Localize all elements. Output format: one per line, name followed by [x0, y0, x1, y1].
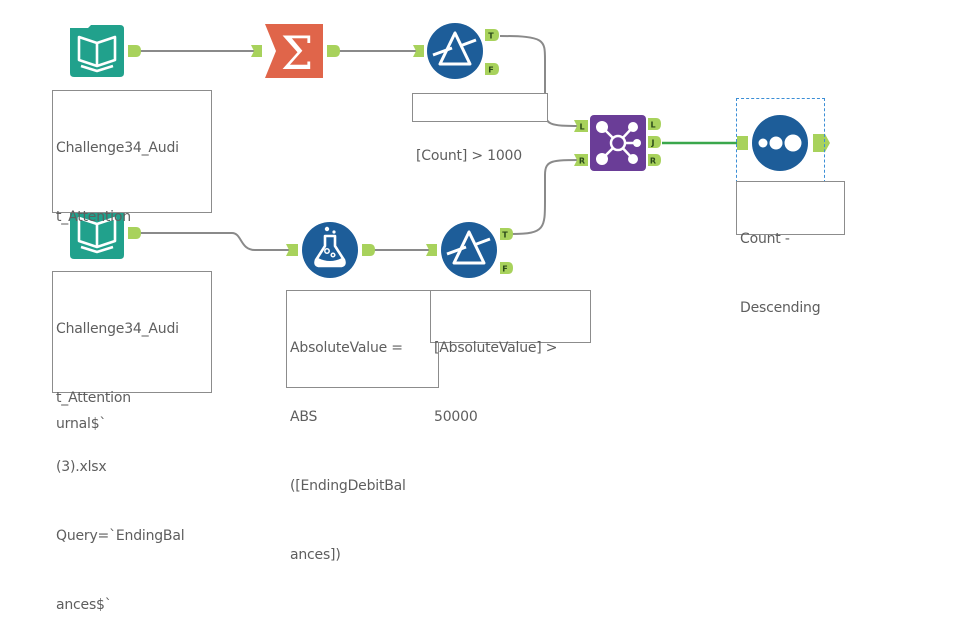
annotation-line: 50000 — [434, 409, 478, 425]
connection-filter1-join-left[interactable] — [499, 35, 581, 127]
anchor-label-right: R — [650, 157, 656, 166]
annotation-line: Descending — [740, 300, 821, 316]
flask-icon — [314, 226, 346, 268]
prism-filter-icon — [446, 230, 491, 265]
anchor-label-left: L — [579, 123, 584, 132]
prism-filter-icon — [432, 31, 477, 66]
annotation-line: [AbsoluteValue] > — [434, 340, 558, 356]
input-anchor[interactable] — [413, 45, 424, 57]
anchor-label-false: F — [502, 265, 507, 274]
anchor-label-true: T — [488, 32, 494, 41]
left-output-anchor[interactable]: L — [648, 118, 661, 130]
input-anchor[interactable] — [737, 136, 748, 150]
selection-box — [736, 98, 825, 183]
anchor-label-right: R — [579, 157, 585, 166]
input-anchor[interactable] — [251, 45, 262, 57]
annotation-formula: AbsoluteValue = ABS ([EndingDebitBal anc… — [286, 290, 439, 563]
input-anchor[interactable] — [286, 244, 298, 256]
annotation-line: t_Attention — [56, 209, 131, 225]
true-anchor[interactable]: T — [500, 228, 513, 240]
output-anchor[interactable] — [813, 134, 830, 152]
annotation-line: Query=`EndingBal — [56, 528, 185, 544]
true-anchor[interactable]: T — [485, 29, 499, 41]
anchor-label-true: T — [502, 231, 508, 240]
join-tool[interactable] — [590, 115, 646, 171]
output-anchor[interactable] — [362, 244, 375, 256]
annotation-filter1: [Count] > 1000 — [412, 93, 548, 164]
input-data-tool-2[interactable] — [70, 212, 124, 259]
book-icon — [77, 35, 117, 73]
annotation-line: ([EndingDebitBal — [290, 478, 406, 494]
annotation-line: (3).xlsx — [56, 459, 107, 475]
anchor-label-left: L — [650, 121, 655, 130]
annotation-line: Count - — [740, 231, 790, 247]
right-input-anchor[interactable]: R — [574, 154, 588, 166]
formula-tool[interactable] — [302, 222, 358, 278]
dots-sort-icon — [758, 134, 802, 152]
input-data-tool-1[interactable] — [70, 25, 124, 77]
connection-filter2-join-right[interactable] — [511, 159, 583, 235]
annotation-sort: Count - Descending — [736, 181, 845, 316]
anchor-label-join: J — [651, 139, 655, 148]
annotation-line: ances$` — [56, 597, 112, 613]
output-anchor[interactable] — [128, 227, 141, 239]
annotation-line: ABS — [290, 409, 318, 425]
right-output-anchor[interactable]: R — [648, 154, 661, 166]
output-anchor[interactable] — [327, 45, 340, 57]
annotation-input2: Challenge34_Audi t_Attention (3).xlsx Qu… — [52, 271, 212, 613]
annotation-line: t_Attention — [56, 390, 131, 406]
annotation-line: Challenge34_Audi — [56, 140, 179, 156]
output-anchor[interactable] — [128, 45, 141, 57]
annotation-line: urnal$` — [56, 416, 107, 432]
summarize-tool[interactable]: Σ — [265, 24, 323, 80]
join-output-anchor[interactable]: J — [648, 136, 661, 148]
annotation-line: [Count] > 1000 — [416, 148, 522, 164]
input-anchor[interactable] — [426, 244, 437, 256]
book-icon — [77, 216, 117, 254]
sigma-icon: Σ — [281, 26, 314, 80]
left-input-anchor[interactable]: L — [574, 120, 588, 132]
false-anchor[interactable]: F — [500, 262, 513, 274]
annotation-line: ances]) — [290, 547, 341, 563]
filter-tool-2[interactable] — [441, 222, 497, 278]
false-anchor[interactable]: F — [485, 63, 499, 75]
annotation-line: AbsoluteValue = — [290, 340, 403, 356]
annotation-line: Challenge34_Audi — [56, 321, 179, 337]
connection-input2-formula1[interactable] — [140, 232, 292, 251]
annotation-input1: Challenge34_Audi t_Attention (3).xlsx Qu… — [52, 90, 212, 432]
sort-tool[interactable] — [752, 115, 808, 171]
workflow-canvas[interactable]: Σ T F L R — [0, 0, 980, 452]
anchor-label-false: F — [488, 66, 493, 75]
annotation-filter2: [AbsoluteValue] > 50000 — [430, 290, 591, 425]
filter-tool-1[interactable] — [427, 23, 483, 79]
join-network-icon — [596, 121, 641, 165]
